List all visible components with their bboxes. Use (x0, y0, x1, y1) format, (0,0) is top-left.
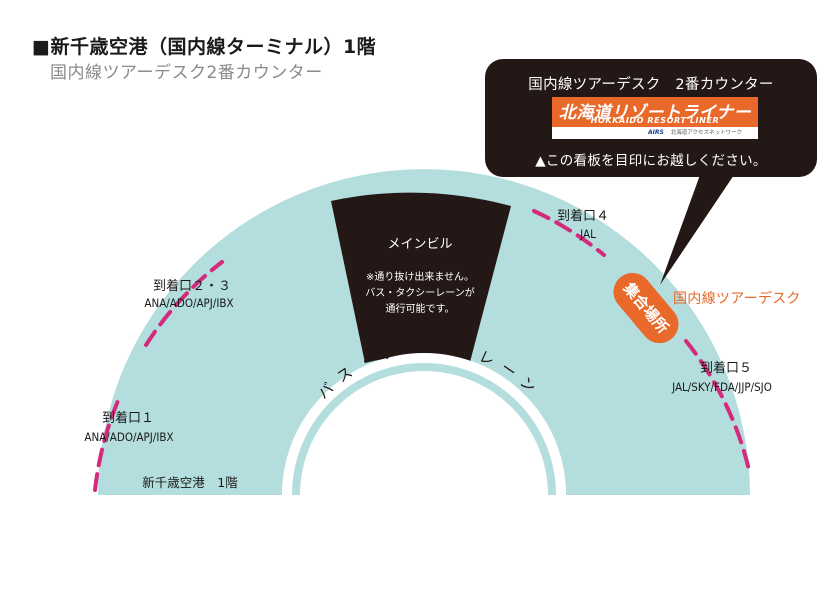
main-building-note-3: 通行可能です。 (386, 302, 455, 315)
callout-title: 国内線ツアーデスク 2番カウンター (528, 77, 774, 93)
floor-label: 新千歳空港 1階 (142, 475, 238, 490)
gate-5-airlines: JAL/SKY/FDA/JJP/SJO (671, 380, 772, 394)
main-building (331, 192, 511, 363)
gate-1-label: 到着口１ (102, 410, 154, 426)
callout-pointer (660, 175, 734, 285)
gate-2-3-label: 到着口２・３ (153, 278, 231, 294)
meeting-point-marker (613, 272, 679, 344)
gate-1-marker (93, 394, 122, 492)
sign-english-name: HOKKAIDO RESORT LINER (590, 116, 720, 125)
sign-band (552, 97, 758, 127)
main-building-note-2: バス・タクシーレーンが (365, 286, 475, 299)
page-subtitle: 国内線ツアーデスク2番カウンター (50, 63, 323, 83)
gate-4-marker (532, 209, 606, 257)
page-title: ■新千歳空港（国内線ターミナル）1階 (32, 36, 377, 58)
sign-japanese-name: 北海道リゾートライナー (558, 103, 752, 123)
tour-desk-label: 国内線ツアーデスク (673, 291, 801, 307)
gate-2-3-marker (144, 260, 224, 347)
callout-note: ▲この看板を目印にお越しください。 (535, 153, 767, 169)
gate-5-label: 到着口５ (700, 360, 752, 376)
airs-logo: AIRS (648, 129, 664, 136)
main-building-title: メインビル (387, 237, 452, 252)
sign-company-name: 北海道アクセスネットワーク (670, 130, 742, 136)
gate-4-airlines: JAL (579, 227, 596, 241)
gate-1-airlines: ANA/ADO/APJ/IBX (84, 430, 173, 444)
main-building-note-1: ※通り抜け出来ません。 (366, 270, 474, 283)
gate-5-marker (684, 339, 751, 472)
hokkaido-resort-liner-sign: 北海道リゾートライナー HOKKAIDO RESORT LINER AIRS 北… (552, 97, 758, 139)
tour-desk-callout: 国内線ツアーデスク 2番カウンター 北海道リゾートライナー HOKKAIDO R… (485, 59, 817, 177)
gate-2-3-airlines: ANA/ADO/APJ/IBX (144, 296, 233, 310)
gate-4-label: 到着口４ (557, 208, 609, 224)
